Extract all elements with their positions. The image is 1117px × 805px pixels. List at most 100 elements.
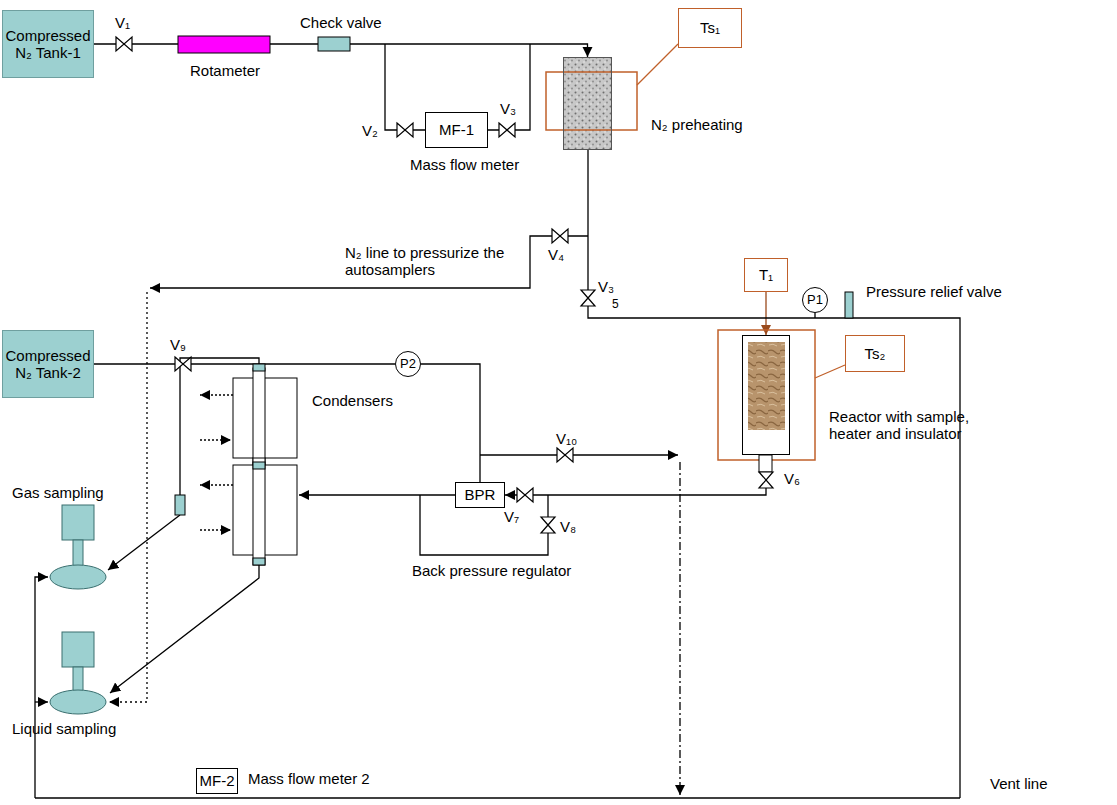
- valve-label: V₇: [504, 508, 519, 525]
- coolant-arrow: [200, 394, 233, 395]
- gas-tank: Compressed N₂ Tank-1: [2, 10, 94, 78]
- pipe-connector: [765, 292, 766, 335]
- line-label: N₂ line to pressurize the autosamplers: [345, 244, 525, 279]
- node-text: Ts₂: [865, 345, 886, 362]
- condenser-cap: [253, 558, 265, 565]
- pipe-connector: [505, 455, 766, 495]
- condenser-tube: [253, 458, 265, 565]
- sample-rock: [748, 342, 785, 430]
- autosampler-base: [50, 565, 106, 589]
- autosampler-dotted-line: [109, 292, 147, 702]
- liquid-line: [110, 565, 259, 693]
- gas-line: [108, 515, 180, 570]
- check-valve-symbol: [318, 37, 350, 51]
- node-text: P2: [400, 357, 416, 372]
- autosampler-base: [50, 690, 106, 714]
- back-pressure-regulator: BPR: [455, 482, 505, 508]
- condenser-tube: [253, 368, 265, 468]
- valve-symbol: [175, 357, 191, 371]
- thermocouple-box: T₁: [744, 258, 788, 292]
- valve-label: V₂: [362, 122, 378, 139]
- rotameter-symbol: [178, 36, 270, 53]
- relief-valve-symbol: [845, 292, 853, 318]
- heater-outline: [718, 330, 815, 460]
- heater-outline: [546, 72, 637, 130]
- coolant-arrow: [200, 439, 231, 440]
- valve-label: V₆: [784, 470, 800, 487]
- valve-symbol: [759, 472, 773, 488]
- autosampler-stem: [73, 667, 83, 691]
- node-text: Ts₁: [700, 19, 720, 36]
- node-text: T₁: [759, 266, 773, 283]
- reactor-outlet-tube: [759, 455, 772, 472]
- valve-label: V₃: [500, 100, 516, 117]
- node-text: Compressed N₂ Tank-1: [3, 27, 93, 62]
- reactor-vessel: Reactor with sample, heater and insulato…: [742, 335, 790, 455]
- node-text: Reactor with sample, heater and insulato…: [829, 408, 1004, 443]
- leader-line: [637, 44, 678, 85]
- exhaust-line: [35, 797, 960, 798]
- dash-dot-line: [679, 462, 680, 795]
- gas-sampler-line: [35, 577, 48, 798]
- part-label: Liquid sampling: [12, 720, 116, 737]
- autosampler-head: [62, 505, 94, 540]
- node-text: P1: [807, 293, 823, 308]
- part-label: Pressure relief valve: [866, 283, 1002, 300]
- condenser-feed-line: [299, 494, 455, 495]
- condenser-cap: [253, 364, 265, 371]
- vent-line: [588, 150, 960, 798]
- pipe-connector: [94, 363, 395, 364]
- valve-label: V₈: [560, 518, 576, 535]
- valve-symbol: [116, 37, 132, 51]
- liquid-sampler-line: [35, 701, 48, 702]
- mass-flow-meter: MF-1: [425, 112, 488, 148]
- part-label: Mass flow meter: [410, 156, 519, 173]
- part-label: Back pressure regulator: [412, 562, 571, 579]
- coolant-arrow: [200, 529, 231, 530]
- node-text: MF-2: [200, 772, 235, 789]
- temperature-sensor-box: Ts₁: [678, 8, 742, 48]
- part-label: Mass flow meter 2: [248, 770, 370, 787]
- valve-symbol: [499, 123, 515, 137]
- valve-label: V₁: [115, 14, 130, 31]
- part-label: Condensers: [312, 392, 393, 409]
- leader-line: [815, 365, 845, 378]
- node-text: BPR: [465, 486, 496, 503]
- valve-label: V₃: [598, 278, 614, 295]
- mass-flow-meter: MF-2: [196, 768, 238, 794]
- filter-symbol: [175, 495, 185, 515]
- preheater: N₂ preheating: [563, 57, 612, 150]
- valve-label: V₉: [170, 336, 186, 353]
- part-label: Check valve: [300, 14, 382, 31]
- valve-label: 5: [612, 298, 619, 312]
- valve-symbol: [552, 229, 568, 243]
- temperature-sensor-box: Ts₂: [845, 335, 905, 372]
- valve-symbol: [541, 517, 555, 533]
- node-text: Compressed N₂ Tank-2: [3, 347, 93, 382]
- autosampler-head: [62, 632, 94, 667]
- coolant-arrow: [200, 484, 233, 485]
- valve-symbol: [557, 448, 573, 462]
- valve-symbol: [581, 290, 595, 306]
- pipe-connector: [421, 364, 480, 482]
- v10-line: [480, 454, 678, 455]
- node-text: MF-1: [439, 121, 474, 138]
- valve-label: V₁₀: [556, 430, 577, 447]
- valve-symbol: [517, 488, 533, 502]
- valve-symbol: [397, 123, 413, 137]
- part-label: Rotameter: [190, 62, 260, 79]
- part-label: Gas sampling: [12, 484, 104, 501]
- condenser-cap: [253, 462, 265, 469]
- autosampler-stem: [73, 540, 83, 566]
- pressure-gauge: P1: [802, 287, 828, 313]
- gauge-stem: [814, 313, 815, 318]
- gas-tank: Compressed N₂ Tank-2: [2, 330, 94, 398]
- autosampler-line: [150, 236, 588, 288]
- valve-label: V₄: [548, 246, 564, 263]
- node-text: N₂ preheating: [651, 116, 791, 133]
- preheater-packing: [563, 57, 612, 150]
- part-label: Vent line: [990, 775, 1048, 792]
- pressure-gauge: P2: [395, 351, 421, 377]
